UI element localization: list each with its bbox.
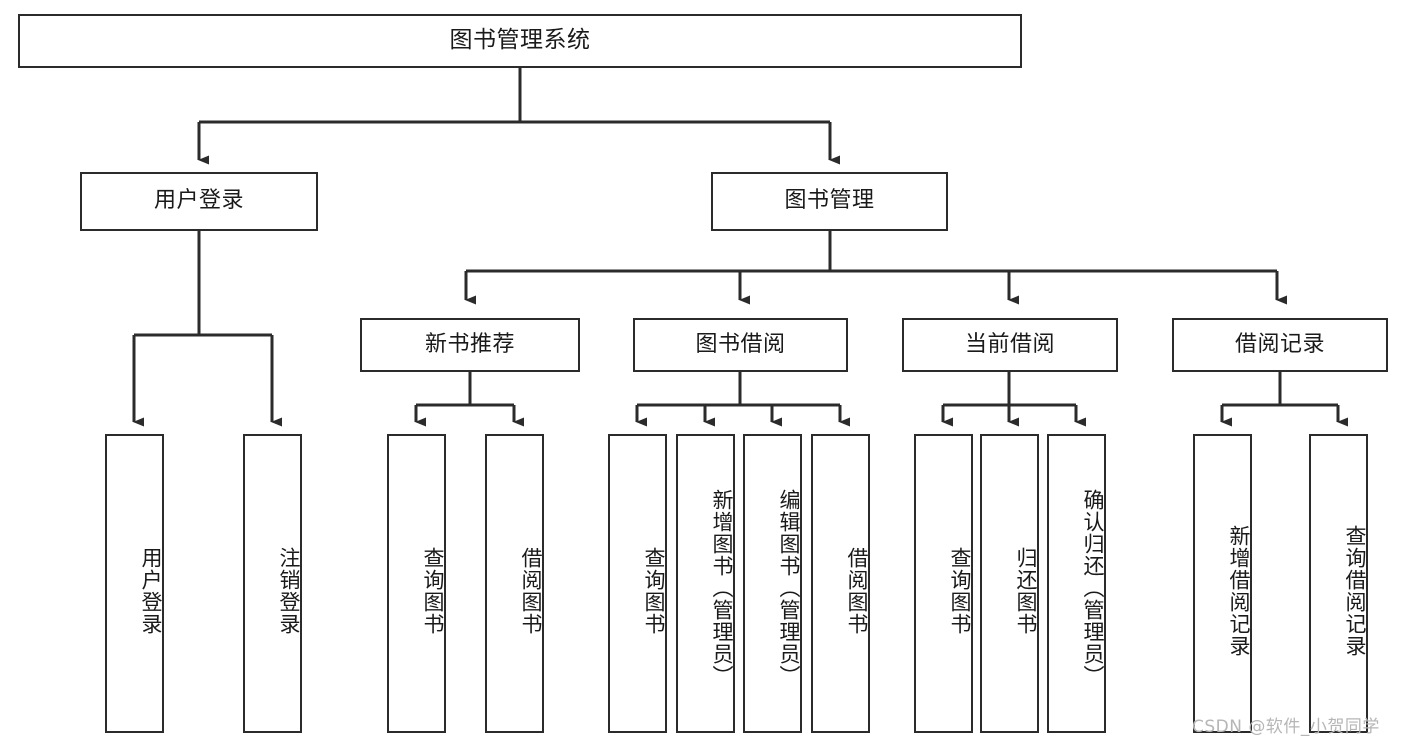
- leaf-current-borrow-return[interactable]: 归还图书: [980, 434, 1039, 733]
- leaf-book-borrow-lend[interactable]: 借阅图书: [811, 434, 870, 733]
- leaf-borrow-record-add[interactable]: 新增借阅记录: [1193, 434, 1252, 733]
- leaf-borrow-record-query[interactable]: 查询借阅记录: [1309, 434, 1368, 733]
- leaf-current-borrow-confirm-return[interactable]: 确认归还（管理员）: [1047, 434, 1106, 733]
- leaf-new-book-borrow[interactable]: 借阅图书: [485, 434, 544, 733]
- node-book-borrow[interactable]: 图书借阅: [633, 318, 848, 372]
- leaf-current-borrow-query[interactable]: 查询图书: [914, 434, 973, 733]
- node-root-system[interactable]: 图书管理系统: [18, 14, 1022, 68]
- node-current-borrow[interactable]: 当前借阅: [902, 318, 1118, 372]
- leaf-book-borrow-add[interactable]: 新增图书（管理员）: [676, 434, 735, 733]
- leaf-user-login-signout[interactable]: 注销登录: [243, 434, 302, 733]
- csdn-watermark: CSDN @软件_小贺同学: [1192, 717, 1380, 737]
- leaf-new-book-query[interactable]: 查询图书: [387, 434, 446, 733]
- node-user-login[interactable]: 用户登录: [80, 172, 318, 231]
- leaf-user-login-signin[interactable]: 用户登录: [105, 434, 164, 733]
- leaf-book-borrow-query[interactable]: 查询图书: [608, 434, 667, 733]
- node-borrow-record[interactable]: 借阅记录: [1172, 318, 1388, 372]
- node-book-management[interactable]: 图书管理: [711, 172, 948, 231]
- node-new-book-recommend[interactable]: 新书推荐: [360, 318, 580, 372]
- leaf-book-borrow-edit[interactable]: 编辑图书（管理员）: [743, 434, 802, 733]
